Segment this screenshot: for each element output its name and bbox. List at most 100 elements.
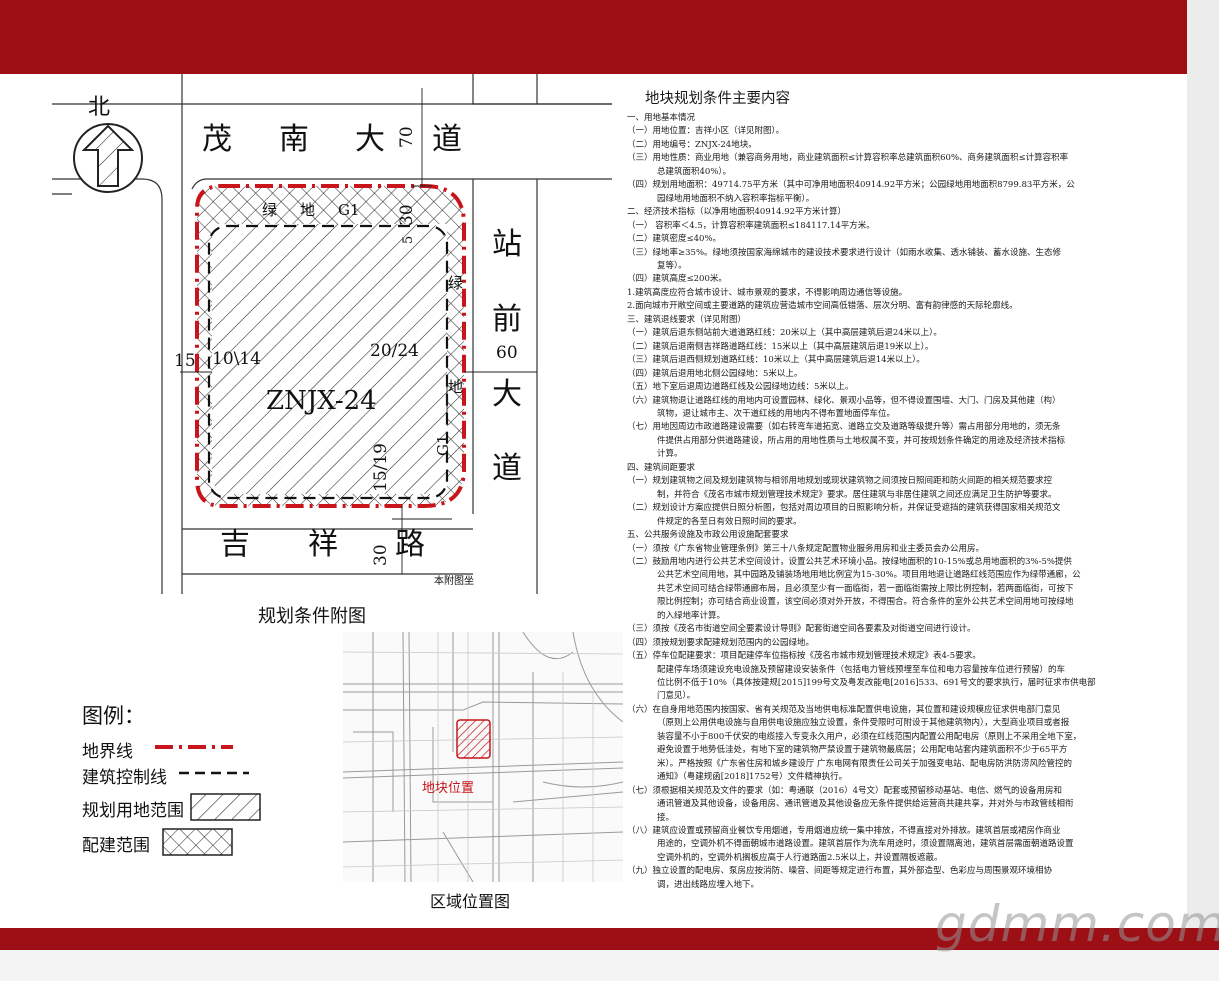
- condition-line: （三）绿地率≥35%。绿地须按国家海绵城市的建设技术要求进行设计（如雨水收集、透…: [627, 247, 1062, 258]
- green-label-top: G1: [338, 201, 360, 219]
- condition-line: 位比例不低于10%（具体按建规[2015]199号文及粤发改能电[2016]53…: [657, 678, 1096, 689]
- legend-sample-boundary: [155, 745, 233, 749]
- condition-line: 计算。: [657, 449, 683, 460]
- condition-line: 园绿地用地面积不纳入容积率指标平衡）。: [657, 193, 815, 204]
- site-map-caption: 规划条件附图: [258, 606, 366, 627]
- south-road-name: 吉 祥 路: [220, 527, 425, 562]
- plot-location-label: 地块位置: [422, 781, 475, 796]
- condition-line: 的入绿地率计算。: [657, 610, 726, 621]
- road-char: 道: [492, 451, 522, 486]
- condition-line: 通知》（粤建规函[2018]1752号）文件精神执行。: [657, 772, 848, 783]
- condition-line: 二、经济技术指标（以净用地面积40914.92平方米计算）: [627, 207, 847, 218]
- condition-line: （七）用地因周边市政道路建设需要（如右转弯车道拓宽、道路立交及道路等级提升等）需…: [627, 422, 1061, 433]
- planning-conditions: 地块规划条件主要内容 一、用地基本情况（一）用地位置：吉祥小区（详见附图）。（二…: [627, 88, 1175, 892]
- condition-line: 限比例控制；亦可结合商业设置，该空间必须对外开放，不得围合。符合条件的室外公共艺…: [657, 597, 1074, 608]
- condition-line: 配建停车场须建设充电设施及预留建设安装条件（包括电力管线预埋至车位和电力容量按车…: [657, 664, 1066, 675]
- condition-line: 装容量不小于800千伏安的电缆接入专变永久用户，必须在红线范围内配置公用配电房（…: [657, 731, 1082, 742]
- condition-line: 制，并符合《茂名市城市规划管理技术规定》要求。居住建筑与非居住建筑之间还应满足卫…: [657, 489, 1057, 500]
- condition-line: （三）建筑后退西侧规划道路红线：10米以上（其中高层建筑后退14米以上）。: [627, 355, 925, 366]
- condition-line: 1.建筑高度应符合城市设计、城市景观的要求，不得影响周边通信等设施。: [627, 287, 908, 298]
- north-label: 北: [88, 95, 110, 120]
- green-label-top: 绿: [262, 201, 277, 219]
- condition-line: （一） 容积率＜4.5，计算容积率建筑面积≤184117.14平方米。: [627, 220, 875, 231]
- road-char: 路: [395, 527, 425, 562]
- legend-title: 图例：: [82, 704, 145, 728]
- condition-line: 五、公共服务设施及市政公用设施配套要求: [627, 530, 789, 541]
- condition-line: 件提供占用部分供道路建设，所占用的用地性质与土地权属不变，并可按规划条件确定的用…: [657, 435, 1066, 446]
- condition-line: （二）建筑密度≤40%。: [627, 234, 722, 245]
- condition-line: 空调外机的，空调外机搁板应高于人行道路面2.5米以上，并设置隔板遮蔽。: [657, 852, 943, 863]
- condition-line: （六）建筑物退让道路红线的用地内可设置园林、绿化、景观小品等，但不得设置围墙、大…: [627, 395, 1061, 406]
- condition-line: 门意见）。: [657, 691, 696, 702]
- dim-north-setback: 30: [397, 204, 417, 226]
- legend-label-boundary: 地界线: [82, 742, 133, 762]
- condition-line: （三）用地性质：商业用地（兼容商务用地，商业建筑面积≤计算容积率总建筑面积60%…: [627, 153, 1069, 164]
- dimension-lines: [180, 88, 537, 574]
- dim-north-green: 5: [401, 236, 416, 244]
- condition-line: 调，进出线路应埋入地下。: [657, 879, 760, 890]
- page-edge: [1187, 0, 1219, 950]
- condition-line: 避免设置于地势低洼处，有地下室的建筑物严禁设置于建筑物最底层；公用配电站套内建筑…: [657, 745, 1068, 756]
- dim-inner: 20/24: [370, 341, 419, 361]
- legend-label-hatch: 规划用地范围: [82, 801, 184, 821]
- condition-line: 用途的，空调外机不得面朝城市道路设置。建筑首层作为洗车用途时，须设置隔离池，建筑…: [657, 839, 1074, 850]
- plot-code: ZNJX-24: [266, 386, 377, 416]
- watermark: gdmm.com: [935, 895, 1219, 953]
- boundary-line: [195, 184, 466, 508]
- condition-line: 公共艺术空间用地，其中园路及铺装场地用地比例宜为15-30%。项目用地退让道路红…: [657, 570, 1081, 581]
- condition-line: （二）建筑后退南侧吉祥路道路红线：15米以上（其中高层建筑后退19米以上）。: [627, 341, 934, 352]
- legend-sample-control: [179, 771, 249, 775]
- condition-line: （四）建筑后退用地北侧公园绿地：5米以上。: [627, 368, 803, 379]
- condition-line: 件规定的各至日有效日照时间的要求。: [657, 516, 802, 527]
- condition-line: 共艺术空间可结合绿带通廊布局，且必须至少有一面临街，若一面临街需按上限比例控制，…: [657, 583, 1074, 594]
- road-char: 吉: [220, 527, 250, 562]
- condition-line: 米）。严格按照《广东省住房和城乡建设厅 广东电网有限责任公司关于加强变电站、配电…: [657, 758, 1072, 769]
- condition-line: （三）须按《茂名市街道空间全要素设计导则》配套街道空间各要素及对街道空间进行设计…: [627, 624, 976, 635]
- condition-line: （原则上公用供电设施与自用供电设施应独立设置，条件受限时可附设于其他建筑物内），…: [657, 718, 1070, 729]
- condition-line: （二）鼓励用地内进行公共艺术空间设计，设置公共艺术环境小品。按绿地面积的10-1…: [627, 556, 1072, 567]
- condition-line: （一）规划建筑物之间及规划建筑物与相邻用地规划或现状建筑物之间须按日照间距和防火…: [627, 476, 1053, 487]
- road-char: 祥: [308, 527, 338, 562]
- condition-line: （一）须按《广东省物业管理条例》第三十八条规定配置物业服务用房和业主委员会办公用…: [627, 543, 985, 554]
- green-label-right: 地: [448, 378, 463, 396]
- condition-line: （七）须根据相关规范及文件的要求（如：粤通联（2016）4号文）配套或预留移动基…: [627, 785, 1063, 796]
- road-lines: [52, 74, 612, 594]
- condition-line: （二）用地编号：ZNJX-24地块。: [627, 139, 757, 150]
- condition-line: 筑物，退让城市主、次干道红线的用地内不得布置地面停车位。: [657, 408, 896, 419]
- dim-east-road: 60: [496, 343, 518, 363]
- green-belt-area: [197, 186, 464, 506]
- area-location-map: [343, 632, 623, 882]
- road-char: 大: [355, 122, 385, 157]
- condition-line: （二）规划设计方案应提供日照分析图，包括对周边项目的日照影响分析，并保证受遮挡的…: [627, 503, 1061, 514]
- bottom-banner: [0, 928, 1219, 950]
- condition-line: （一）建筑后退东侧站前大道道路红线：20米以上（其中高层建筑后退24米以上）。: [627, 328, 942, 339]
- dim-south-road: 30: [371, 544, 391, 566]
- condition-line: 复等）。: [657, 260, 687, 271]
- condition-line: 接。: [657, 812, 675, 823]
- road-char: 大: [492, 377, 522, 412]
- condition-line: （六）在自身用地范围内按国家、省有关规范及当地供电标准配置供电设施，其位置和建设…: [627, 704, 1061, 715]
- condition-line: 四、建筑间距要求: [627, 462, 696, 473]
- green-label-top: 地: [300, 201, 315, 219]
- road-char: 站: [492, 227, 522, 262]
- building-control-line: [207, 224, 449, 500]
- planning-land-area: [212, 224, 447, 494]
- condition-line: 三、建筑退线要求（详见附图）: [627, 314, 747, 325]
- condition-line: 通讯管道及其他设备，设备用房、通讯管道及其他设备应无条件提供给运营商共建共享，并…: [657, 799, 1074, 810]
- scale-note: 本附图坐: [434, 574, 474, 587]
- plot-location-marker: [456, 719, 491, 759]
- conditions-title: 地块规划条件主要内容: [645, 91, 790, 107]
- condition-line: （四）建筑高度≤200米。: [627, 274, 727, 285]
- road-char: 前: [492, 302, 522, 337]
- green-label-right: 绿: [448, 274, 463, 292]
- condition-line: （九）独立设置的配电房、泵房应按消防、噪音、间距等规定进行布置，其外部造型、色彩…: [627, 866, 1053, 877]
- condition-line: （五）停车位配建要求：项目配建停车位指标按《茂名市城市规划管理技术规定》表4-5…: [627, 651, 981, 662]
- dim-north-road: 70: [397, 126, 417, 148]
- dim-south-inner: 15/19: [371, 443, 391, 492]
- road-char: 茂: [202, 122, 232, 157]
- bottom-strip: [0, 950, 1219, 981]
- road-char: 道: [432, 122, 462, 157]
- legend-label-control: 建筑控制线: [82, 768, 167, 788]
- condition-line: 一、用地基本情况: [627, 113, 696, 123]
- condition-line: （八）建筑应设置或预留商业餐饮专用烟道，专用烟道应统一集中排放，不得直接对外排放…: [627, 826, 1061, 837]
